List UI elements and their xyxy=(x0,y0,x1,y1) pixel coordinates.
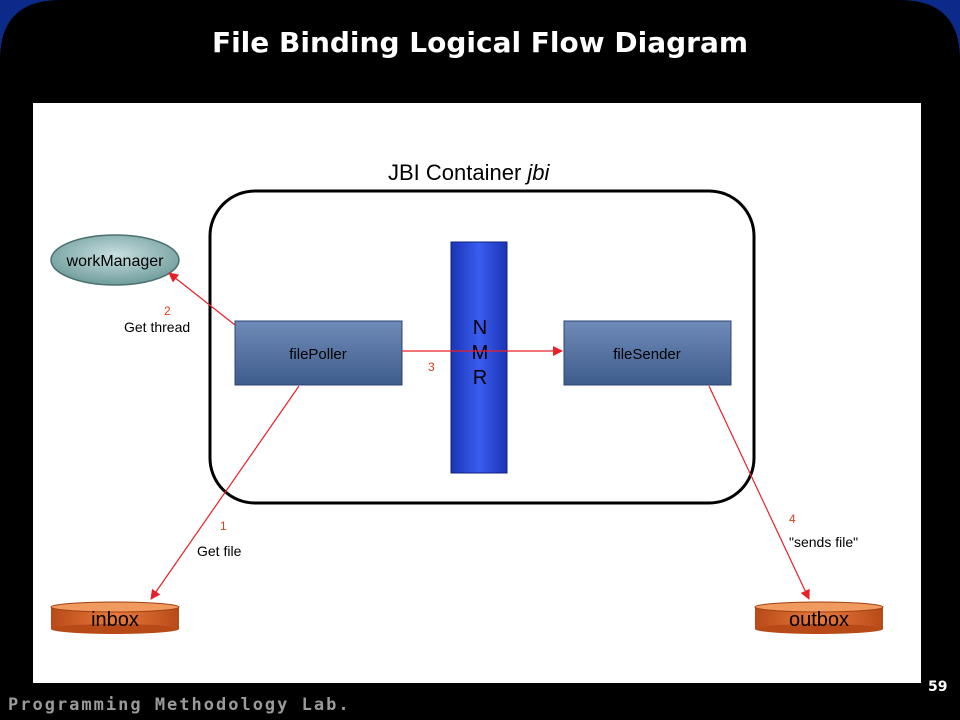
nmr-bar xyxy=(450,241,508,474)
page-number: 59 xyxy=(928,679,948,695)
nmr-letter-r: R xyxy=(473,367,487,389)
outbox-node xyxy=(754,601,884,634)
footer-lab-name: Programming Methodology Lab. xyxy=(8,695,351,715)
file-poller-label: filePoller xyxy=(289,346,347,363)
edge-4-label: "sends file" xyxy=(789,534,858,550)
nmr-letter-m: M xyxy=(472,342,489,364)
edge-3-step: 3 xyxy=(428,360,435,374)
edge-1-label: Get file xyxy=(197,543,242,559)
edge-2-label: Get thread xyxy=(124,319,190,335)
inbox-node xyxy=(50,601,180,634)
inbox-label: inbox xyxy=(91,609,139,631)
diagram-canvas: JBI Container jbi N M R workManager file… xyxy=(33,103,921,683)
edge-1-step: 1 xyxy=(220,519,227,533)
file-sender-node xyxy=(563,320,732,386)
nmr-letter-n: N xyxy=(473,317,487,339)
work-manager-node xyxy=(50,234,180,286)
edge-sends-file xyxy=(708,385,810,600)
slide-title: File Binding Logical Flow Diagram xyxy=(211,26,749,59)
edge-get-file xyxy=(150,385,300,600)
work-manager-label: workManager xyxy=(66,253,165,270)
container-label: JBI Container jbi xyxy=(388,160,551,185)
file-sender-label: fileSender xyxy=(613,346,681,363)
edge-4-step: 4 xyxy=(789,512,796,526)
edge-2-step: 2 xyxy=(164,304,171,318)
file-poller-node xyxy=(234,320,403,386)
outbox-label: outbox xyxy=(789,609,849,631)
jbi-container xyxy=(208,189,756,505)
edge-get-thread xyxy=(168,272,236,326)
